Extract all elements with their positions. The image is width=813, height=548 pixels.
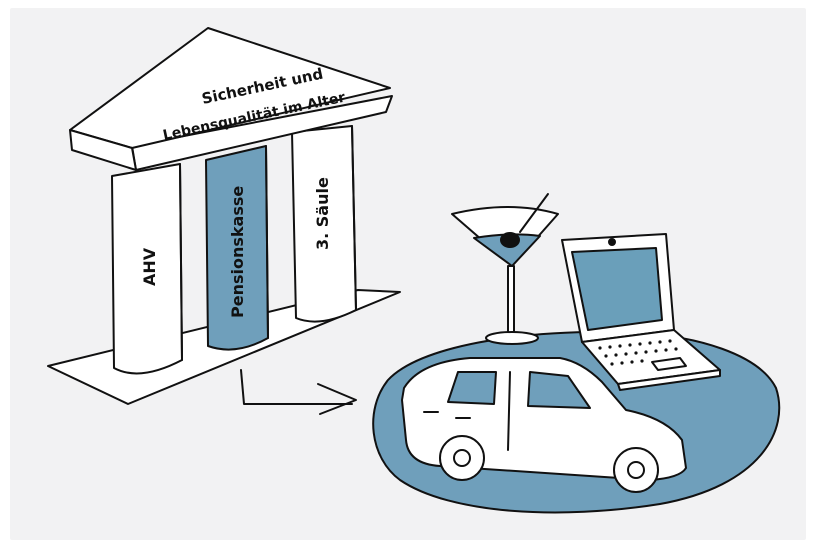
car-window-front	[447, 371, 497, 405]
car-window-rear	[527, 371, 591, 409]
laptop-keyboard	[598, 339, 678, 366]
column-label-pensionskasse: Pensionskasse	[228, 186, 247, 318]
martini-glass-icon	[451, 193, 559, 345]
column-label-ahv: AHV	[140, 247, 159, 286]
laptop-icon	[561, 233, 721, 391]
temple-roof-side	[69, 129, 137, 171]
car-icon	[401, 357, 687, 493]
laptop-screen-display	[571, 247, 663, 331]
arrow-icon	[240, 369, 357, 415]
temple-icon	[47, 27, 401, 405]
column-label-3saeule: 3. Säule	[313, 177, 332, 250]
laptop-trackpad	[651, 357, 687, 371]
